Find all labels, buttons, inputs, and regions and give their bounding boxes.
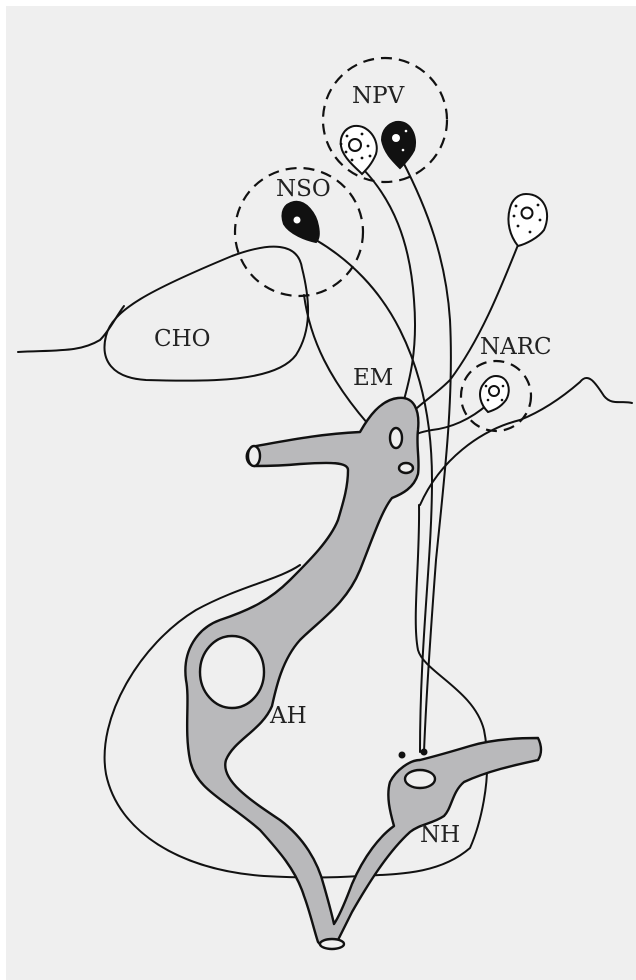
vessel-bottom-end [320, 939, 344, 949]
vessel-stub-end [248, 446, 260, 466]
nso-dark-neuron [282, 202, 318, 242]
optic-chiasm-shape [105, 247, 309, 381]
npv-dark-neuron [382, 122, 415, 168]
npv-dark-nucleus [392, 134, 400, 142]
npv-nucleus-boundary [323, 58, 447, 182]
nso-dark-nucleus [294, 217, 301, 224]
axon-terminal [421, 749, 428, 756]
secondary-plexus-opening [405, 770, 435, 788]
primary-plexus-opening [399, 463, 413, 473]
label-npv: NPV [352, 83, 405, 109]
label-nh: NH [420, 822, 460, 848]
label-narc: NARC [480, 334, 552, 360]
anterior-vessel-loop [200, 636, 264, 708]
label-nso: NSO [276, 176, 331, 202]
infundibulum-left-wall [304, 295, 368, 424]
primary-plexus-opening [390, 428, 402, 448]
infundibulum-right-wall [420, 378, 632, 505]
label-cho: CHO [154, 326, 211, 352]
axon-terminal [399, 752, 406, 759]
narc-light-neuron [480, 376, 509, 412]
label-ah: AH [269, 703, 307, 729]
label-em: EM [353, 365, 393, 391]
